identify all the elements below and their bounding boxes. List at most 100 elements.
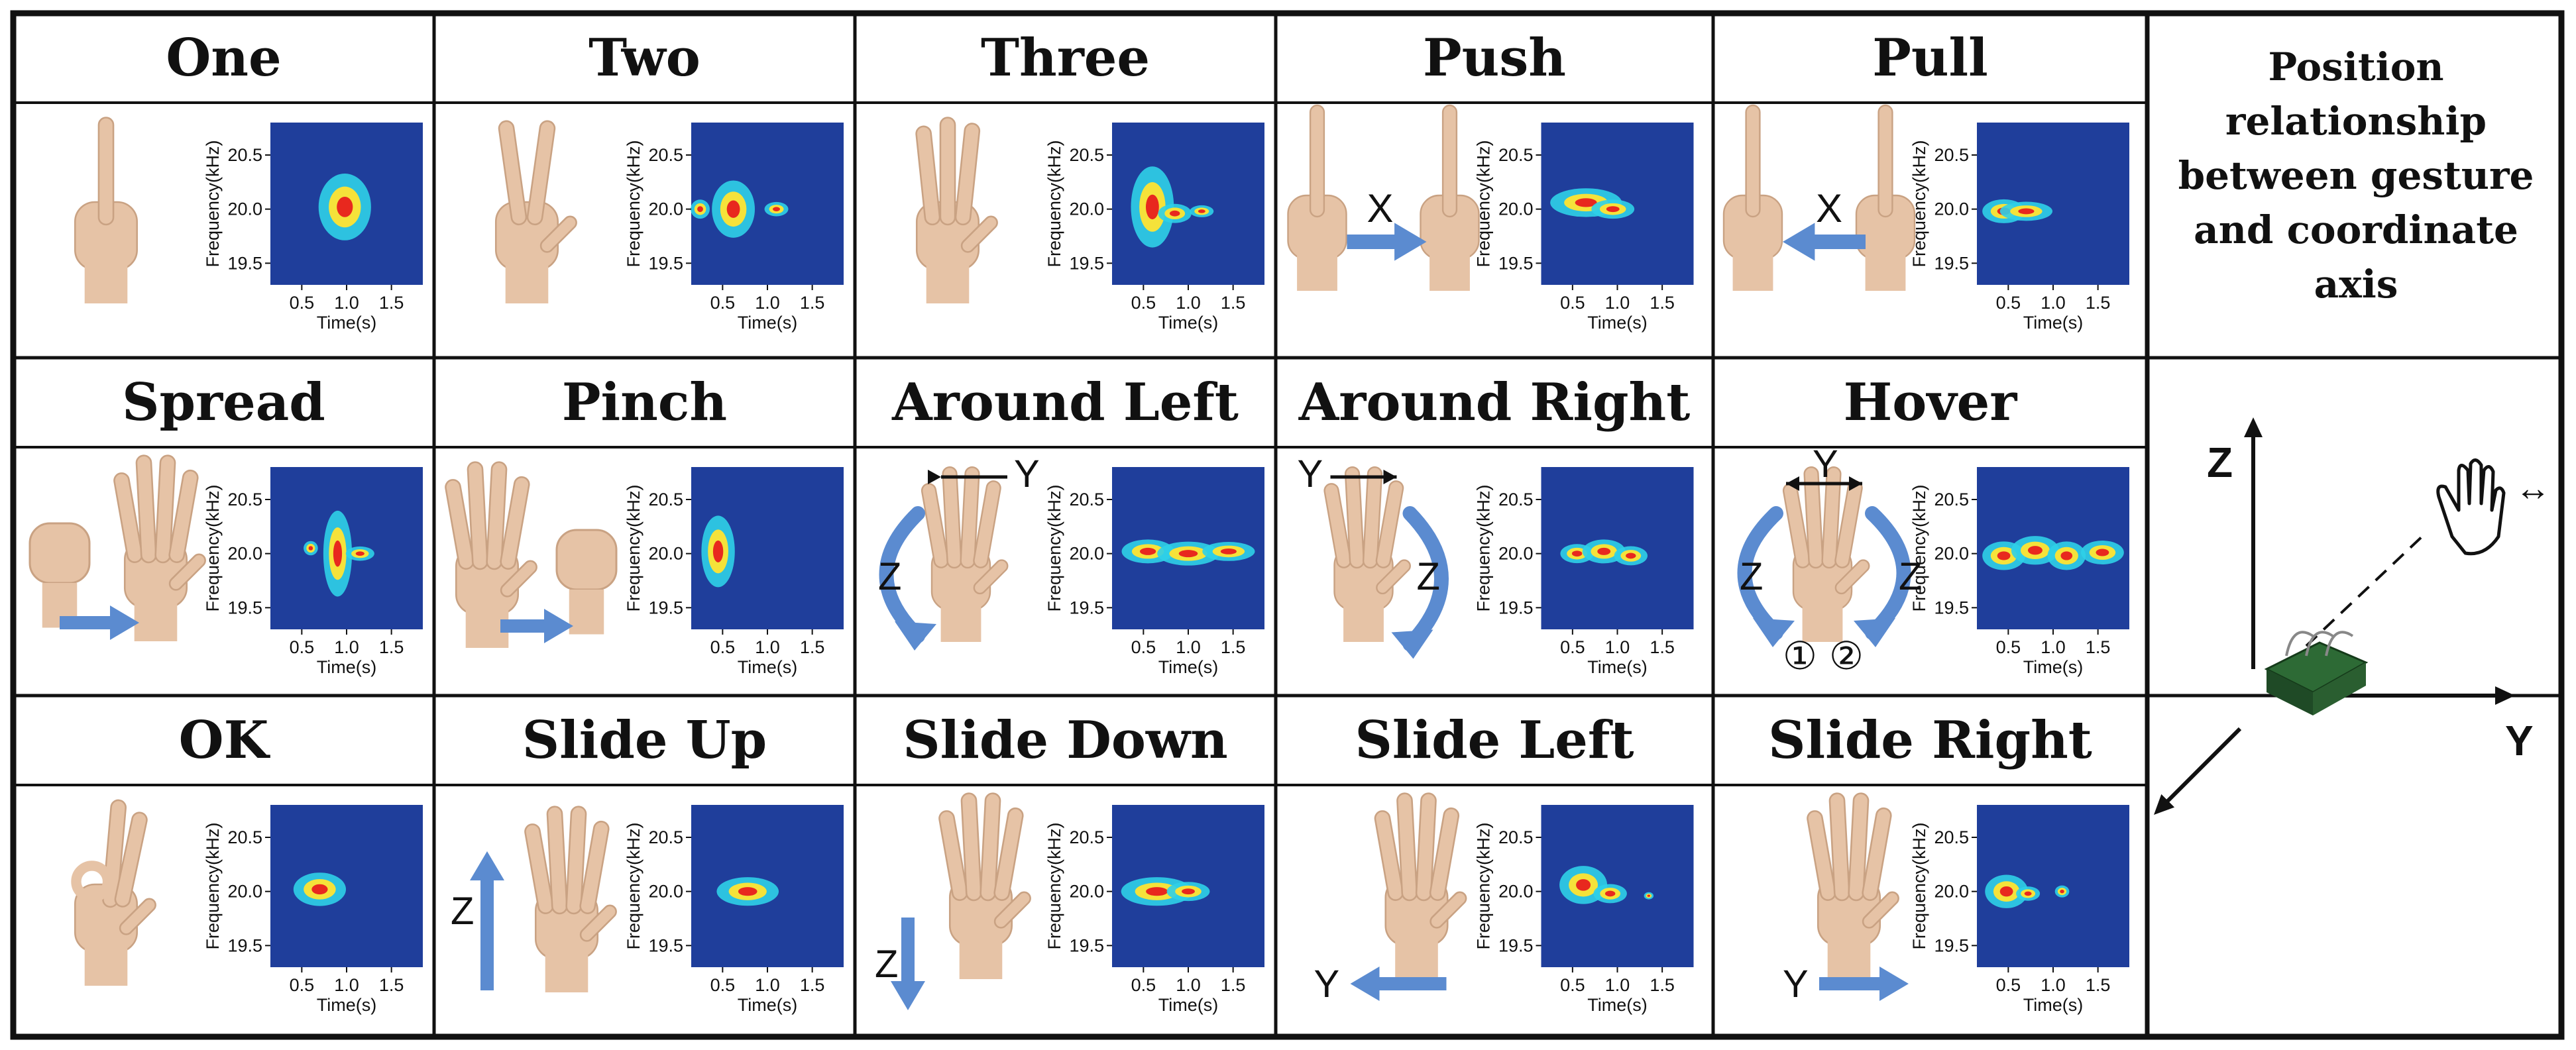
x-tick-label: 1.5 <box>800 637 825 657</box>
direction-arrow <box>60 605 139 640</box>
spectrogram-energy-high <box>2060 551 2073 560</box>
thumb-shape <box>168 553 206 591</box>
finger-shape <box>486 461 508 570</box>
device-side <box>2267 669 2313 715</box>
finger-shape <box>1396 792 1418 902</box>
finger-shape <box>500 476 530 570</box>
spectrogram-energy-high <box>2018 208 2035 215</box>
thumb-shape <box>539 215 577 253</box>
x-tick-label: 1.5 <box>1221 637 1246 657</box>
y-axis-label: Frequency(kHz) <box>1474 140 1494 267</box>
gesture-label: Two <box>588 28 700 88</box>
x-axis-label: Time(s) <box>738 995 797 1015</box>
x-tick-label: 1.5 <box>379 637 404 657</box>
x-axis-label: Time(s) <box>1158 657 1218 677</box>
finger-shape <box>1821 466 1842 569</box>
direction-label: ① <box>1783 635 1817 678</box>
wrist-shape <box>1297 254 1337 291</box>
direction-label: Z <box>451 890 474 933</box>
hand-illustration <box>524 806 617 992</box>
x-tick-label: 0.5 <box>1996 975 2021 995</box>
spectrogram-energy-high <box>1604 890 1616 897</box>
spectrogram-energy-high <box>2060 889 2064 894</box>
x-axis-label: Time(s) <box>738 657 797 677</box>
finger-shape <box>1807 810 1836 901</box>
x-axis-label: Time(s) <box>317 313 376 333</box>
finger-shape <box>579 820 610 914</box>
y-tick-label: 20.0 <box>648 882 683 902</box>
device-side <box>2313 662 2366 715</box>
x-tick-label: 0.5 <box>710 975 736 995</box>
finger-shape <box>1375 480 1404 568</box>
x-axis-label: Time(s) <box>1587 313 1647 333</box>
wrist-shape <box>84 946 128 986</box>
wrist-shape <box>1865 254 1906 291</box>
y-tick-label: 19.5 <box>1069 598 1104 617</box>
finger-shape <box>526 120 556 226</box>
x-tick-label: 1.0 <box>334 975 359 995</box>
finger-shape <box>993 807 1024 901</box>
hand-illustration <box>921 466 1009 642</box>
x-tick-label: 1.0 <box>755 637 780 657</box>
y-tick-label: 20.5 <box>648 827 683 847</box>
thumb-shape <box>960 215 998 253</box>
x-tick-label: 1.5 <box>1221 293 1246 313</box>
finger-shape <box>97 117 115 226</box>
direction-label: ② <box>1829 635 1864 678</box>
x-tick-label: 1.0 <box>334 637 359 657</box>
y-tick-label: 20.5 <box>648 145 683 165</box>
y-tick-label: 19.5 <box>648 253 683 273</box>
wrist-shape <box>545 953 588 992</box>
y-axis-label: Frequency(kHz) <box>624 484 644 611</box>
x-axis-label: Time(s) <box>2023 313 2083 333</box>
x-tick-label: 0.5 <box>1560 637 1585 657</box>
spectrogram-energy-high <box>337 197 353 217</box>
direction-label: X <box>1367 186 1394 231</box>
finger-shape <box>1374 810 1404 901</box>
y-tick-label: 19.5 <box>1934 598 1969 617</box>
y-tick-label: 19.5 <box>227 598 262 617</box>
finger-shape <box>1429 807 1460 901</box>
spectrogram-energy-high <box>333 540 343 567</box>
hand-illustration <box>113 454 206 641</box>
hand-illustration <box>1722 104 1783 291</box>
x-tick-label: 0.5 <box>1996 293 2021 313</box>
finger-shape <box>113 472 143 563</box>
coordinate-axes-diagram: ZYX↔ <box>2147 417 2551 815</box>
axis-arrow-head <box>928 470 941 484</box>
y-tick-label: 19.5 <box>227 253 262 273</box>
y-tick-label: 19.5 <box>1498 253 1534 273</box>
wrist-shape <box>569 590 604 635</box>
y-tick-label: 20.5 <box>227 827 262 847</box>
finger-shape <box>1828 792 1850 902</box>
finger-shape <box>1803 466 1824 569</box>
spectrogram-energy-high <box>2096 549 2109 556</box>
finger-shape <box>1862 807 1892 901</box>
fist-shape <box>28 522 91 584</box>
gesture-label: OK <box>178 710 269 770</box>
spectrogram-energy-high <box>738 887 757 896</box>
y-tick-label: 20.0 <box>1934 882 1969 902</box>
y-tick-label: 20.0 <box>227 544 262 564</box>
hand-outline-icon: ↔ <box>2436 458 2551 556</box>
outer-border <box>10 10 2565 1040</box>
x-tick-label: 0.5 <box>290 637 315 657</box>
wrist-shape <box>959 939 1003 979</box>
spectrogram-energy-high <box>1575 198 1597 207</box>
hand-illustration <box>1323 466 1411 642</box>
spectrogram-energy-high <box>1626 552 1636 559</box>
finger-shape <box>954 123 981 226</box>
y-tick-label: 19.5 <box>1069 253 1104 273</box>
hand-illustration <box>938 792 1031 979</box>
finger-shape <box>960 466 980 569</box>
direction-label: Z <box>1417 555 1440 598</box>
spectrogram-energy-high <box>1182 888 1195 895</box>
